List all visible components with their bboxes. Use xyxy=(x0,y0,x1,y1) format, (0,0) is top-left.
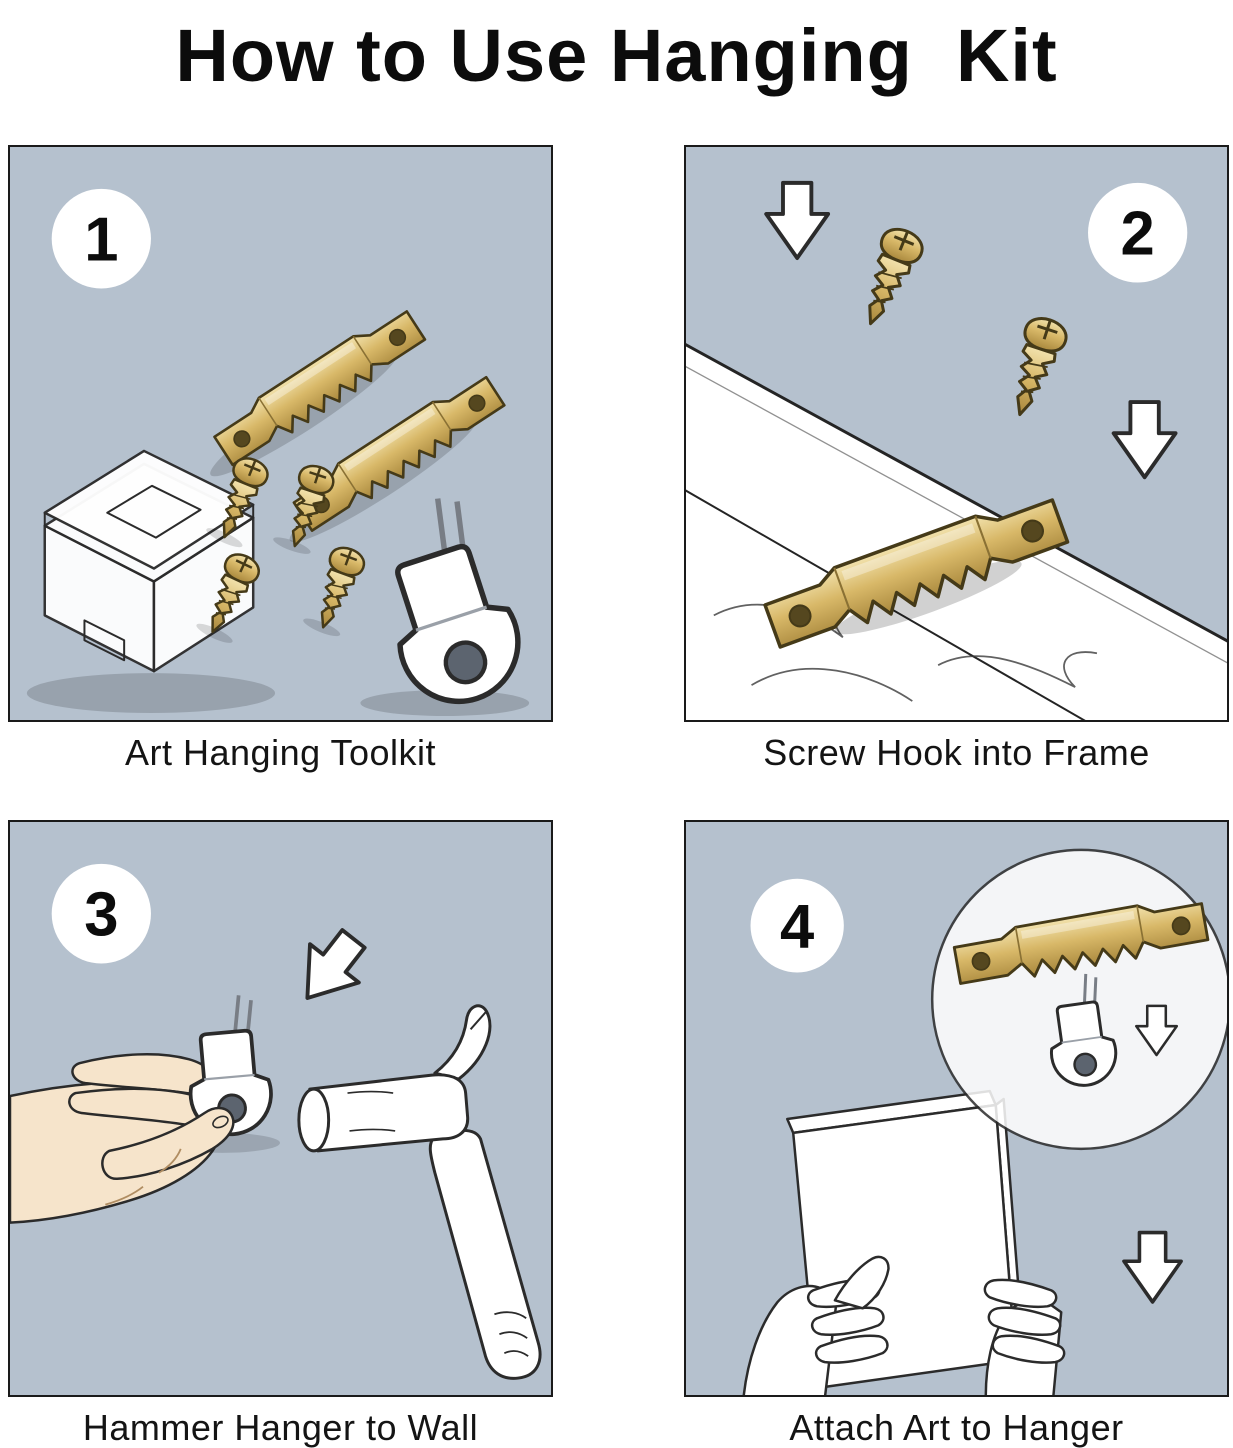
panel-2-illustration: 2 xyxy=(684,145,1229,722)
arrow-down-icon xyxy=(764,180,831,260)
hammer-icon xyxy=(297,1004,542,1380)
step-1-badge: 1 xyxy=(51,188,151,289)
thumb xyxy=(101,1106,235,1181)
step-number: 3 xyxy=(84,880,118,949)
hammer-illustration: 3 xyxy=(10,863,542,1380)
panel-4-illustration: 4 xyxy=(684,820,1229,1397)
step-number: 4 xyxy=(780,892,814,961)
hanger-hook-icon xyxy=(359,488,533,717)
toolkit-illustration: 1 xyxy=(26,188,551,720)
arrow-down-icon xyxy=(281,917,380,1020)
screw-icon xyxy=(305,542,369,635)
right-hand-icon xyxy=(983,1278,1066,1395)
step-3-panel: 3 Hammer Hanger to Wall xyxy=(8,820,553,1448)
step-3-badge: 3 xyxy=(51,863,151,964)
step-4-badge: 4 xyxy=(750,878,844,973)
magnifier-circle xyxy=(930,848,1227,1151)
step-number: 1 xyxy=(84,205,118,274)
step-2-panel: 2 Screw Hook into Frame xyxy=(684,145,1229,774)
panel-3-caption: Hammer Hanger to Wall xyxy=(82,1407,479,1448)
storage-box-icon xyxy=(43,449,255,673)
panel-1-caption: Art Hanging Toolkit xyxy=(125,732,436,773)
step-4-panel: 4 Attach Art to Hanger xyxy=(684,820,1229,1448)
frame-illustration: 2 xyxy=(686,180,1227,720)
steps-grid: 1 Art Hanging Toolkit xyxy=(0,145,1233,1448)
left-hand-icon xyxy=(742,1255,890,1395)
arrow-down-icon xyxy=(1122,1230,1183,1304)
panel-2-caption: Screw Hook into Frame xyxy=(763,732,1150,773)
hand-creases xyxy=(105,1148,182,1206)
panel-3-illustration: 3 xyxy=(8,820,553,1397)
panel-4-caption: Attach Art to Hanger xyxy=(789,1407,1124,1448)
hanger-shadow xyxy=(834,560,1022,635)
attach-illustration: 4 xyxy=(742,848,1227,1395)
screw-icon xyxy=(998,312,1072,423)
screw-icon xyxy=(849,222,929,334)
step-1-panel: 1 Art Hanging Toolkit xyxy=(8,145,553,774)
panel-1-illustration: 1 xyxy=(8,145,553,722)
box-shadow xyxy=(26,673,276,714)
page-title: How to Use Hanging Kit xyxy=(175,14,1058,97)
arrow-down-icon xyxy=(1111,400,1178,480)
step-number: 2 xyxy=(1121,200,1155,269)
step-2-badge: 2 xyxy=(1088,182,1188,283)
